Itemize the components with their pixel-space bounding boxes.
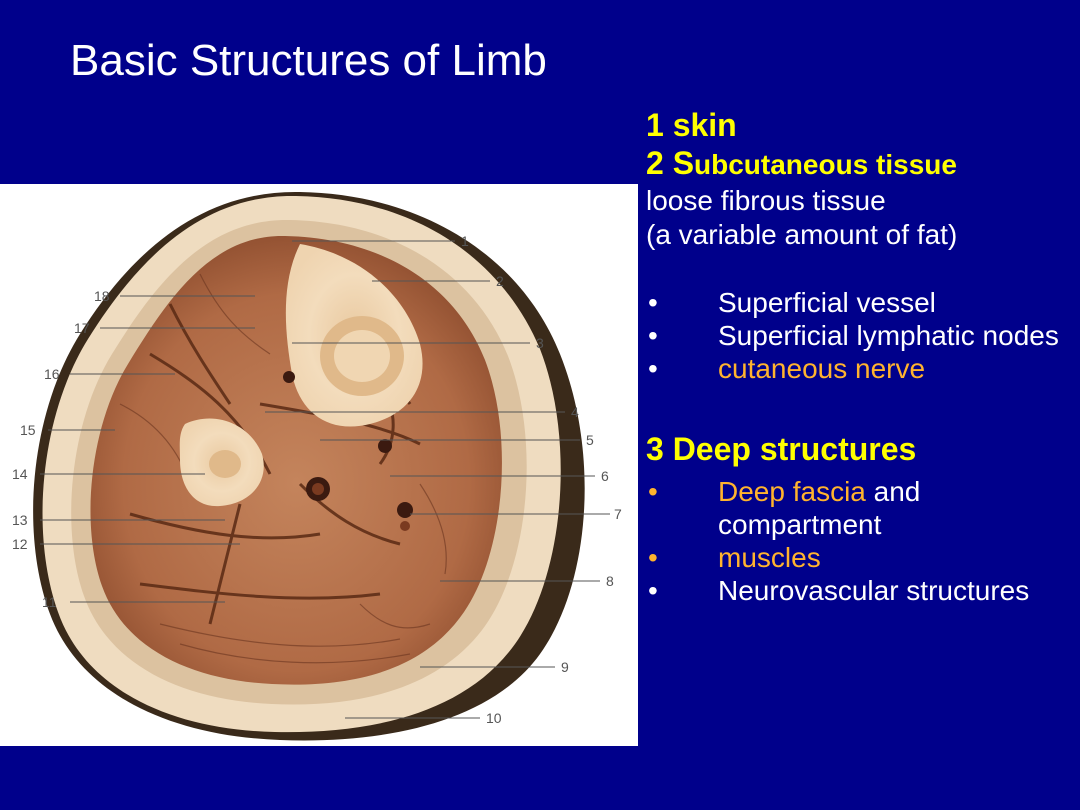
figure-label-2: 2 xyxy=(496,273,504,289)
bullet-highlight: Deep fascia xyxy=(718,476,866,507)
slide-title: Basic Structures of Limb xyxy=(70,36,547,85)
bullet-superficial-vessel: • Superficial vessel xyxy=(646,286,1076,319)
bullet-text: Superficial lymphatic nodes xyxy=(718,320,1059,351)
bullet-muscles: • muscles xyxy=(646,541,1076,574)
figure-label-10: 10 xyxy=(486,710,502,726)
figure-label-11: 11 xyxy=(42,594,57,610)
bullet-text: Neurovascular structures xyxy=(718,575,1030,606)
figure-label-7: 7 xyxy=(614,506,622,522)
bullet-dot: • xyxy=(648,287,658,318)
figure-label-14: 14 xyxy=(12,466,28,482)
cross-section-figure: 1 2 3 4 5 6 7 8 9 10 18 17 16 15 14 13 1… xyxy=(0,184,638,746)
figure-label-9: 9 xyxy=(561,659,569,675)
bullet-dot: • xyxy=(648,320,658,351)
spacer xyxy=(646,252,1076,286)
figure-label-13: 13 xyxy=(12,512,28,528)
figure-label-5: 5 xyxy=(586,432,594,448)
item-subcutaneous-heading: 2 Subcutaneous tissue xyxy=(646,144,1076,184)
figure-label-18: 18 xyxy=(94,288,110,304)
bullet-dot: • xyxy=(648,575,658,606)
spacer xyxy=(646,385,1076,419)
bullet-deep-fascia: • Deep fascia and compartment xyxy=(646,475,1076,541)
deep-bullet-list: • Deep fascia and compartment • muscles • N… xyxy=(646,475,1076,607)
subcutaneous-bullet-list: • Superficial vessel • Superficial lymphat… xyxy=(646,286,1076,385)
figure-label-4: 4 xyxy=(571,404,579,420)
item-deep-structures-heading: 3 Deep structures xyxy=(646,431,917,467)
figure-label-16: 16 xyxy=(44,366,60,382)
bullet-text: muscles xyxy=(718,542,821,573)
subcutaneous-desc-line2: (a variable amount of fat) xyxy=(646,219,958,250)
bullet-cutaneous-nerve: • cutaneous nerve xyxy=(646,352,1076,385)
content-column: 1 skin 2 Subcutaneous tissue loose fibro… xyxy=(646,106,1076,607)
item-skin-heading: 1 skin xyxy=(646,107,737,143)
bullet-dot: • xyxy=(648,476,658,507)
figure-label-3: 3 xyxy=(536,335,544,351)
subcutaneous-prefix: 2 S xyxy=(646,145,695,181)
figure-label-15: 15 xyxy=(20,422,36,438)
figure-label-8: 8 xyxy=(606,573,614,589)
bullet-dot: • xyxy=(648,353,658,384)
figure-label-6: 6 xyxy=(601,468,609,484)
subcutaneous-rest: ubcutaneous tissue xyxy=(694,149,957,180)
subcutaneous-desc-line1: loose fibrous tissue xyxy=(646,185,886,216)
figure-label-17: 17 xyxy=(74,320,90,336)
bullet-text: cutaneous nerve xyxy=(718,353,926,384)
bullet-text: and compartment xyxy=(718,476,921,540)
bullet-neurovascular: • Neurovascular structures xyxy=(646,574,1076,607)
figure-label-12: 12 xyxy=(12,536,28,552)
bullet-dot: • xyxy=(648,542,658,573)
bullet-text: Superficial vessel xyxy=(718,287,936,318)
bullet-lymphatic-nodes: • Superficial lymphatic nodes xyxy=(646,319,1076,352)
limb-cross-section-illustration: 1 2 3 4 5 6 7 8 9 10 18 17 16 15 14 13 1… xyxy=(12,191,622,741)
figure-label-1: 1 xyxy=(461,233,469,249)
